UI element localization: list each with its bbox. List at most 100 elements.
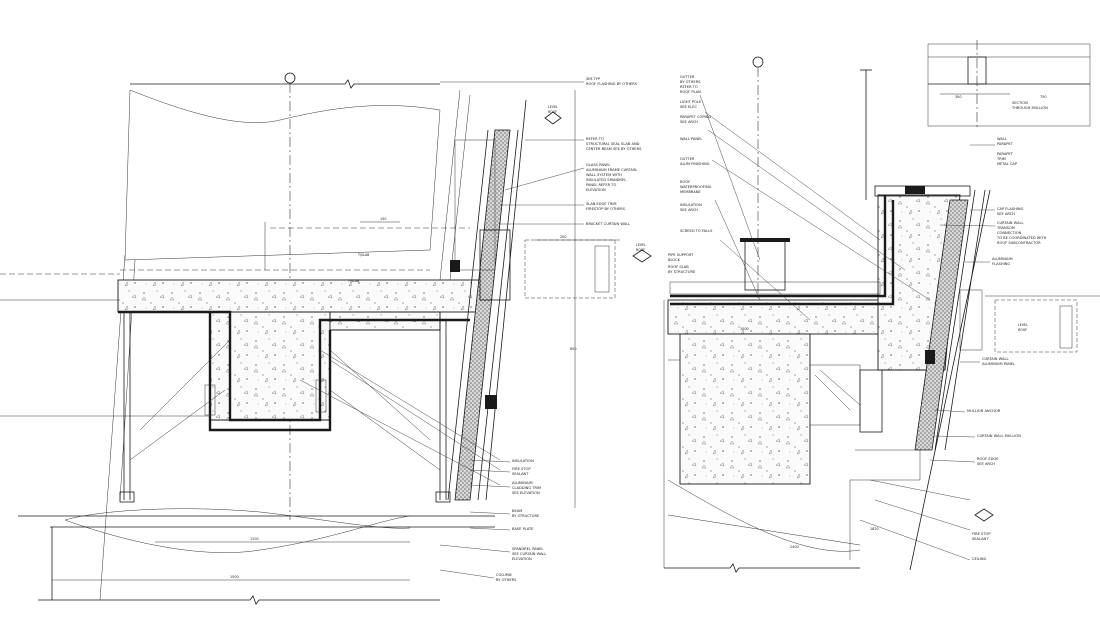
lower-structure [849,449,921,560]
level-marker-lower [632,249,652,263]
callout-7-line-3: SEE ELEVATION [512,491,540,495]
curtain-wall-insulation [454,129,511,501]
left-section-detail: LEVEL ROOF LEVEL ROOF T/SLAB T/SLAB SIM … [0,72,652,605]
background-profile [124,89,441,261]
leader-2 [504,167,585,191]
rl-callout-6-2: WATERPROOFING [680,185,712,189]
level-box-inner [594,245,610,293]
rl-callout-9-1: PIPE SUPPORT [668,253,694,257]
edge-beam [209,311,331,421]
lower-line-right [667,514,861,546]
dim-text-right-3: 750 [1040,95,1046,99]
level-lower-label-1: LEVEL [636,243,646,247]
bracket-hatch [814,369,861,411]
level-box-right [994,299,1078,353]
rr-callout-4-5: ROOF SUBCONTRACTOR [997,241,1041,245]
rr-callout-2-2: TRIM [996,157,1006,161]
rr-callout-8-1: MULLION ANCHOR [967,409,1001,413]
callout-2-line-2: ALUMINIUM FRAME CURTAIN [586,168,637,172]
rl-callout-7-2: SEE ARCH [680,208,698,212]
level-upper-label-1: LEVEL [548,105,558,109]
curtain-wall-glass-right [909,189,991,571]
leader-8 [469,511,511,515]
rr-callout-1-2: PARAPET [997,142,1014,146]
slab-label-2: T/SLAB [347,279,359,283]
rr-callout-1-1: WALL [997,137,1007,141]
level-marker-upper [544,111,562,125]
right-section-detail: SECTION THROUGH MULLION [663,40,1100,573]
leader-9 [469,527,511,531]
coping-block [905,186,925,194]
break-line-bottom-right [664,563,860,573]
beam-outline [118,310,470,422]
level-box-right-inner [1059,305,1073,349]
slab-connection [479,229,511,301]
rl-callout-6-3: MEMBRANE [680,190,701,194]
right-detail-left-callouts: GUTTER BY OTHERS REFER TO ROOF PLAN LIGH… [668,75,713,274]
top-note-1: SIM TYP [586,77,601,81]
waterproofing-line [670,195,887,298]
lower-profile-2 [64,508,411,529]
top-note-2: ROOF FLASHING BY OTHERS [586,82,638,86]
callout-1-line-2: STRUCTURAL SEAL SLAB AND [586,142,640,146]
rr-callout-4-1: CURTAIN WALL [997,221,1023,225]
bracket-left [204,384,216,416]
rr-leader-4 [939,224,996,227]
left-detail-callouts: REFER TO STRUCTURAL SEAL SLAB AND CENTER… [299,137,642,582]
dim-text-4: 200 [560,235,566,239]
rr-callout-11-1: FIRE STOP [972,532,991,536]
base-plate-right [435,491,451,503]
level-box [524,239,616,299]
callout-11-line-2: BY OTHERS [496,578,517,582]
leader-11 [439,569,495,579]
rl-callout-3-2: SEE ARCH [680,120,698,124]
leader-10 [439,544,511,553]
callout-2-line-3: WALL SYSTEM WITH [586,173,622,177]
rr-callout-4-2: TRANSOM [996,226,1015,230]
bracing-lines [129,339,441,471]
rl-callout-7-1: INSULATION [680,203,702,207]
rl-callout-2-2: SEE ELEC [680,105,698,109]
rl-callout-1-4: ROOF PLAN [680,90,701,94]
rr-leader-10 [929,459,976,463]
roof-slab [117,279,481,313]
curtain-wall-insulation-right [914,199,969,451]
dim-text-2: 1500 [230,575,239,579]
rl-callout-1-2: BY OTHERS [680,80,701,84]
callout-5-line-1: INSULATION [512,459,534,463]
callout-10-line-1: SPANDREL PANEL [512,547,543,551]
rl-callout-1-1: GUTTER [680,75,695,79]
dim-text-5: 850 [570,347,576,351]
rr-callout-2-3: METAL CAP [997,162,1018,166]
slab-label-1: T/SLAB [357,253,369,257]
callout-1-line-1: REFER TO [586,137,604,141]
level-marker-right [974,508,994,522]
callout-2-line-5: PANEL REFER TO [586,183,616,187]
rr-callout-12-1: CEILING [972,557,987,561]
callout-6-line-1: FIRE STOP [512,467,531,471]
callout-8-line-2: BY STRUCTURE [512,514,540,518]
screed-layer [669,281,881,295]
beam-step [668,334,681,361]
beam-outline-outer [208,312,332,432]
transom-right [959,289,983,351]
pipe-support [744,239,786,291]
mullion-lines [439,89,471,281]
rl-callout-4-1: WALL PANEL [680,137,702,141]
lower-leaders-right [859,479,971,561]
callout-10-line-3: ELEVATION [512,557,532,561]
inset-label-2: THROUGH MULLION [1011,106,1048,110]
rr-callout-6-1: LEVEL [1018,323,1028,327]
rr-callout-3-2: SEE ARCH [997,212,1015,216]
diagonal-leaders-right [699,94,931,321]
inset-label-1: SECTION [1012,101,1028,105]
mullion-anchor [925,350,935,364]
callout-6-line-2: SEALANT [512,472,529,476]
rr-callout-3-1: CAP FLASHING [997,207,1024,211]
dim-text-3: 150 [380,217,386,221]
leader-7 [469,484,511,488]
inset-frame [927,43,1091,127]
leader-5 [469,459,511,463]
rl-callout-10-1: ROOF SLAB [668,265,689,269]
